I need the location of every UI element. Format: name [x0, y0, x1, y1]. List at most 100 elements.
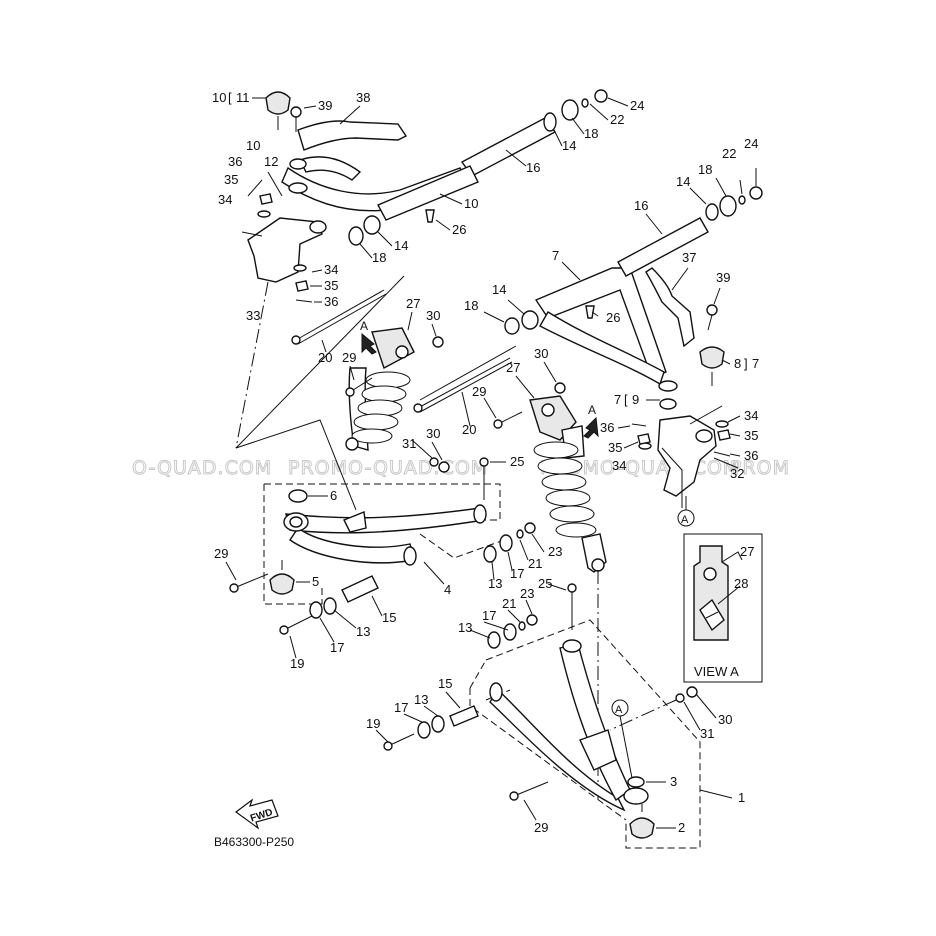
callout-22: 22: [610, 112, 624, 127]
callout-25: 25: [510, 454, 524, 469]
callout-36: 36: [228, 154, 242, 169]
upper-left-arm-group: [241, 89, 608, 345]
callout-29d: 29: [534, 820, 548, 835]
callout-2: 2: [678, 820, 685, 835]
callout-34: 34: [218, 192, 232, 207]
fwd-arrow: FWD: [234, 798, 279, 830]
callout-10b: 10: [246, 138, 260, 153]
arrow-a-left-label: A: [360, 319, 368, 333]
callout-labels: 10 [ 11 39 38 24 22 18 14 16 10 1 2 36 35…: [212, 90, 759, 835]
bracket-7: ]: [744, 356, 748, 371]
callout-29: 29: [342, 350, 356, 365]
callout-21b: 21: [502, 596, 516, 611]
callout-11: 11: [236, 90, 250, 105]
callout-10: 10: [212, 90, 226, 105]
callout-29b: 29: [472, 384, 486, 399]
callout-17c: 17: [330, 640, 344, 655]
lower-left-arm-group: [229, 457, 536, 635]
callout-14: 14: [562, 138, 576, 153]
callout-15: 15: [382, 610, 396, 625]
right-shock-absorber: [493, 382, 607, 800]
callout-32: 32: [730, 466, 744, 481]
svg-text:A: A: [681, 514, 689, 526]
callout-33: 33: [246, 308, 260, 323]
callout-15b: 15: [438, 676, 452, 691]
watermark-center-left: PROMO-QUAD.COM: [288, 457, 488, 479]
callout-13d: 13: [414, 692, 428, 707]
callout-34c: 34: [744, 408, 758, 423]
callout-30: 30: [426, 308, 440, 323]
callout-30d: 30: [718, 712, 732, 727]
callout-30c: 30: [426, 426, 440, 441]
watermark-right: PROM: [730, 457, 790, 479]
callout-27b: 27: [506, 360, 520, 375]
callout-27: 27: [406, 296, 420, 311]
callout-5: 5: [312, 574, 319, 589]
callout-24b: 24: [744, 136, 758, 151]
callout-4: 4: [444, 582, 451, 597]
leader-lines: [235, 179, 733, 799]
callout-13: 13: [488, 576, 502, 591]
callout-8: 8: [734, 356, 741, 371]
callout-34d: 34: [612, 458, 626, 473]
left-shock-absorber: [345, 327, 450, 473]
callout-27c: 27: [740, 544, 754, 559]
callout-35b: 35: [324, 278, 338, 293]
callout-18b: 18: [372, 250, 386, 265]
callout-31: 31: [402, 436, 416, 451]
callout-29c: 29: [214, 546, 228, 561]
callout-10c: 10: [464, 196, 478, 211]
callout-38: 38: [356, 90, 370, 105]
callout-39: 39: [318, 98, 332, 113]
callout-35d: 35: [608, 440, 622, 455]
callout-23b: 23: [520, 586, 534, 601]
callout-30b: 30: [534, 346, 548, 361]
callout-7b: 7: [752, 356, 759, 371]
lower-right-arm-group: [383, 583, 701, 849]
callout-18: 18: [584, 126, 598, 141]
callout-39b: 39: [716, 270, 730, 285]
callout-22b: 22: [722, 146, 736, 161]
callout-16b: 16: [634, 198, 648, 213]
callout-20: 20: [318, 350, 332, 365]
bracket-9: [: [624, 392, 628, 407]
callout-36d: 36: [744, 448, 758, 463]
watermark-left: O-QUAD.COM: [132, 457, 272, 479]
callout-20b: 20: [462, 422, 476, 437]
callout-24: 24: [630, 98, 644, 113]
upper-right-arm-group: [413, 186, 763, 497]
callout-13b: 13: [458, 620, 472, 635]
callout-18c: 18: [698, 162, 712, 177]
callout-35c: 35: [744, 428, 758, 443]
callout-7: 7: [552, 248, 559, 263]
callout-7c: 7: [614, 392, 621, 407]
callout-18d: 18: [464, 298, 478, 313]
callout-25b: 25: [538, 576, 552, 591]
callout-1: 1: [738, 790, 745, 805]
callout-9: 9: [632, 392, 639, 407]
callout-17b: 17: [482, 608, 496, 623]
callout-19b: 19: [366, 716, 380, 731]
callout-36c: 36: [600, 420, 614, 435]
callout-leaders: [225, 97, 757, 829]
callout-35: 35: [224, 172, 238, 187]
callout-36b: 36: [324, 294, 338, 309]
diagram-code: B463300-P250: [214, 835, 294, 849]
arrow-a-right-label: A: [588, 403, 596, 417]
callout-13c: 13: [356, 624, 370, 639]
svg-text:A: A: [615, 704, 623, 716]
callout-19: 19: [290, 656, 304, 671]
callout-16: 16: [526, 160, 540, 175]
callout-26b: 26: [606, 310, 620, 325]
callout-21: 21: [528, 556, 542, 571]
callout-17: 17: [510, 566, 524, 581]
callout-14d: 14: [492, 282, 506, 297]
callout-14c: 14: [676, 174, 690, 189]
callout-26: 26: [452, 222, 466, 237]
callout-31b: 31: [700, 726, 714, 741]
callout-14b: 14: [394, 238, 408, 253]
callout-6: 6: [330, 488, 337, 503]
bracket-10: [: [228, 90, 232, 105]
view-a-marker-right: A: [677, 509, 695, 527]
